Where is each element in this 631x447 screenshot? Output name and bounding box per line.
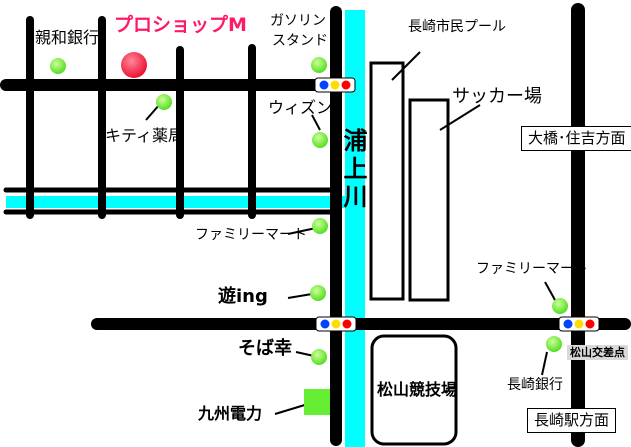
gas-station-label-2: スタンド xyxy=(272,33,328,49)
nagasaki-bank-label: 長崎銀行 xyxy=(507,377,563,393)
keirin-label: 松山競技場 xyxy=(377,380,458,399)
family-mart-2-label: ファミリーマート xyxy=(476,261,588,277)
river xyxy=(345,10,365,447)
leader-wizun xyxy=(311,114,321,131)
pool-building xyxy=(369,61,405,301)
shinwa-bank-label: 親和銀行 xyxy=(35,28,100,47)
roads xyxy=(0,3,631,447)
nagasaki-bank-marker xyxy=(546,336,562,352)
wizun-label: ウィズン xyxy=(268,98,333,117)
kyushu-electric-marker xyxy=(304,389,330,415)
south-arrow: ↓ xyxy=(570,378,584,397)
sobako-label: そば幸 xyxy=(238,338,292,359)
family-mart-1-label: ファミリーマート xyxy=(195,227,307,243)
traffic-signal-right xyxy=(558,316,600,332)
leader-soccer xyxy=(439,104,481,131)
traffic-signal-upper xyxy=(314,77,356,93)
north-direction-sign: 大橋･住吉方面 xyxy=(521,126,631,151)
family-mart-1-marker xyxy=(312,218,328,234)
pool-label: 長崎市民プール xyxy=(408,19,506,35)
leader-fm2 xyxy=(544,281,556,301)
leader-soba xyxy=(295,351,315,357)
kitty-pharmacy-marker xyxy=(156,94,172,110)
shinwa-bank-marker xyxy=(50,58,66,74)
yu-ing-marker xyxy=(310,285,326,301)
shop-name-label: プロショップM xyxy=(114,14,247,36)
south-direction-sign: 長崎駅方面 xyxy=(527,408,617,433)
leader-nbank xyxy=(541,351,548,376)
soccer-building xyxy=(408,98,450,302)
landmark-dots xyxy=(50,57,568,415)
kitty-pharmacy-label: キティ薬局 xyxy=(105,126,185,145)
sobako-marker xyxy=(311,349,327,365)
family-mart-2-marker xyxy=(552,298,568,314)
gas-station-label-1: ガソリン xyxy=(270,13,326,29)
shop-marker xyxy=(121,52,147,78)
soccer-field-label: サッカー場 xyxy=(452,86,542,107)
leader-lines xyxy=(145,51,556,415)
river-name-label: 浦上川 xyxy=(339,128,367,212)
kyushu-electric-label: 九州電力 xyxy=(198,404,263,423)
north-arrow: ↑ xyxy=(570,160,584,179)
keirin-building xyxy=(370,334,458,446)
gas-station-marker xyxy=(311,57,327,73)
yu-ing-label: 遊ing xyxy=(218,286,268,307)
traffic-signal-lower xyxy=(315,316,357,332)
leader-pool xyxy=(391,51,421,81)
leader-yu xyxy=(287,293,313,299)
matsuyama-intersection-label: 松山交差点 xyxy=(567,345,628,360)
leader-kyuden xyxy=(274,403,309,415)
leader-fm1 xyxy=(287,227,317,235)
wizun-marker xyxy=(312,132,328,148)
